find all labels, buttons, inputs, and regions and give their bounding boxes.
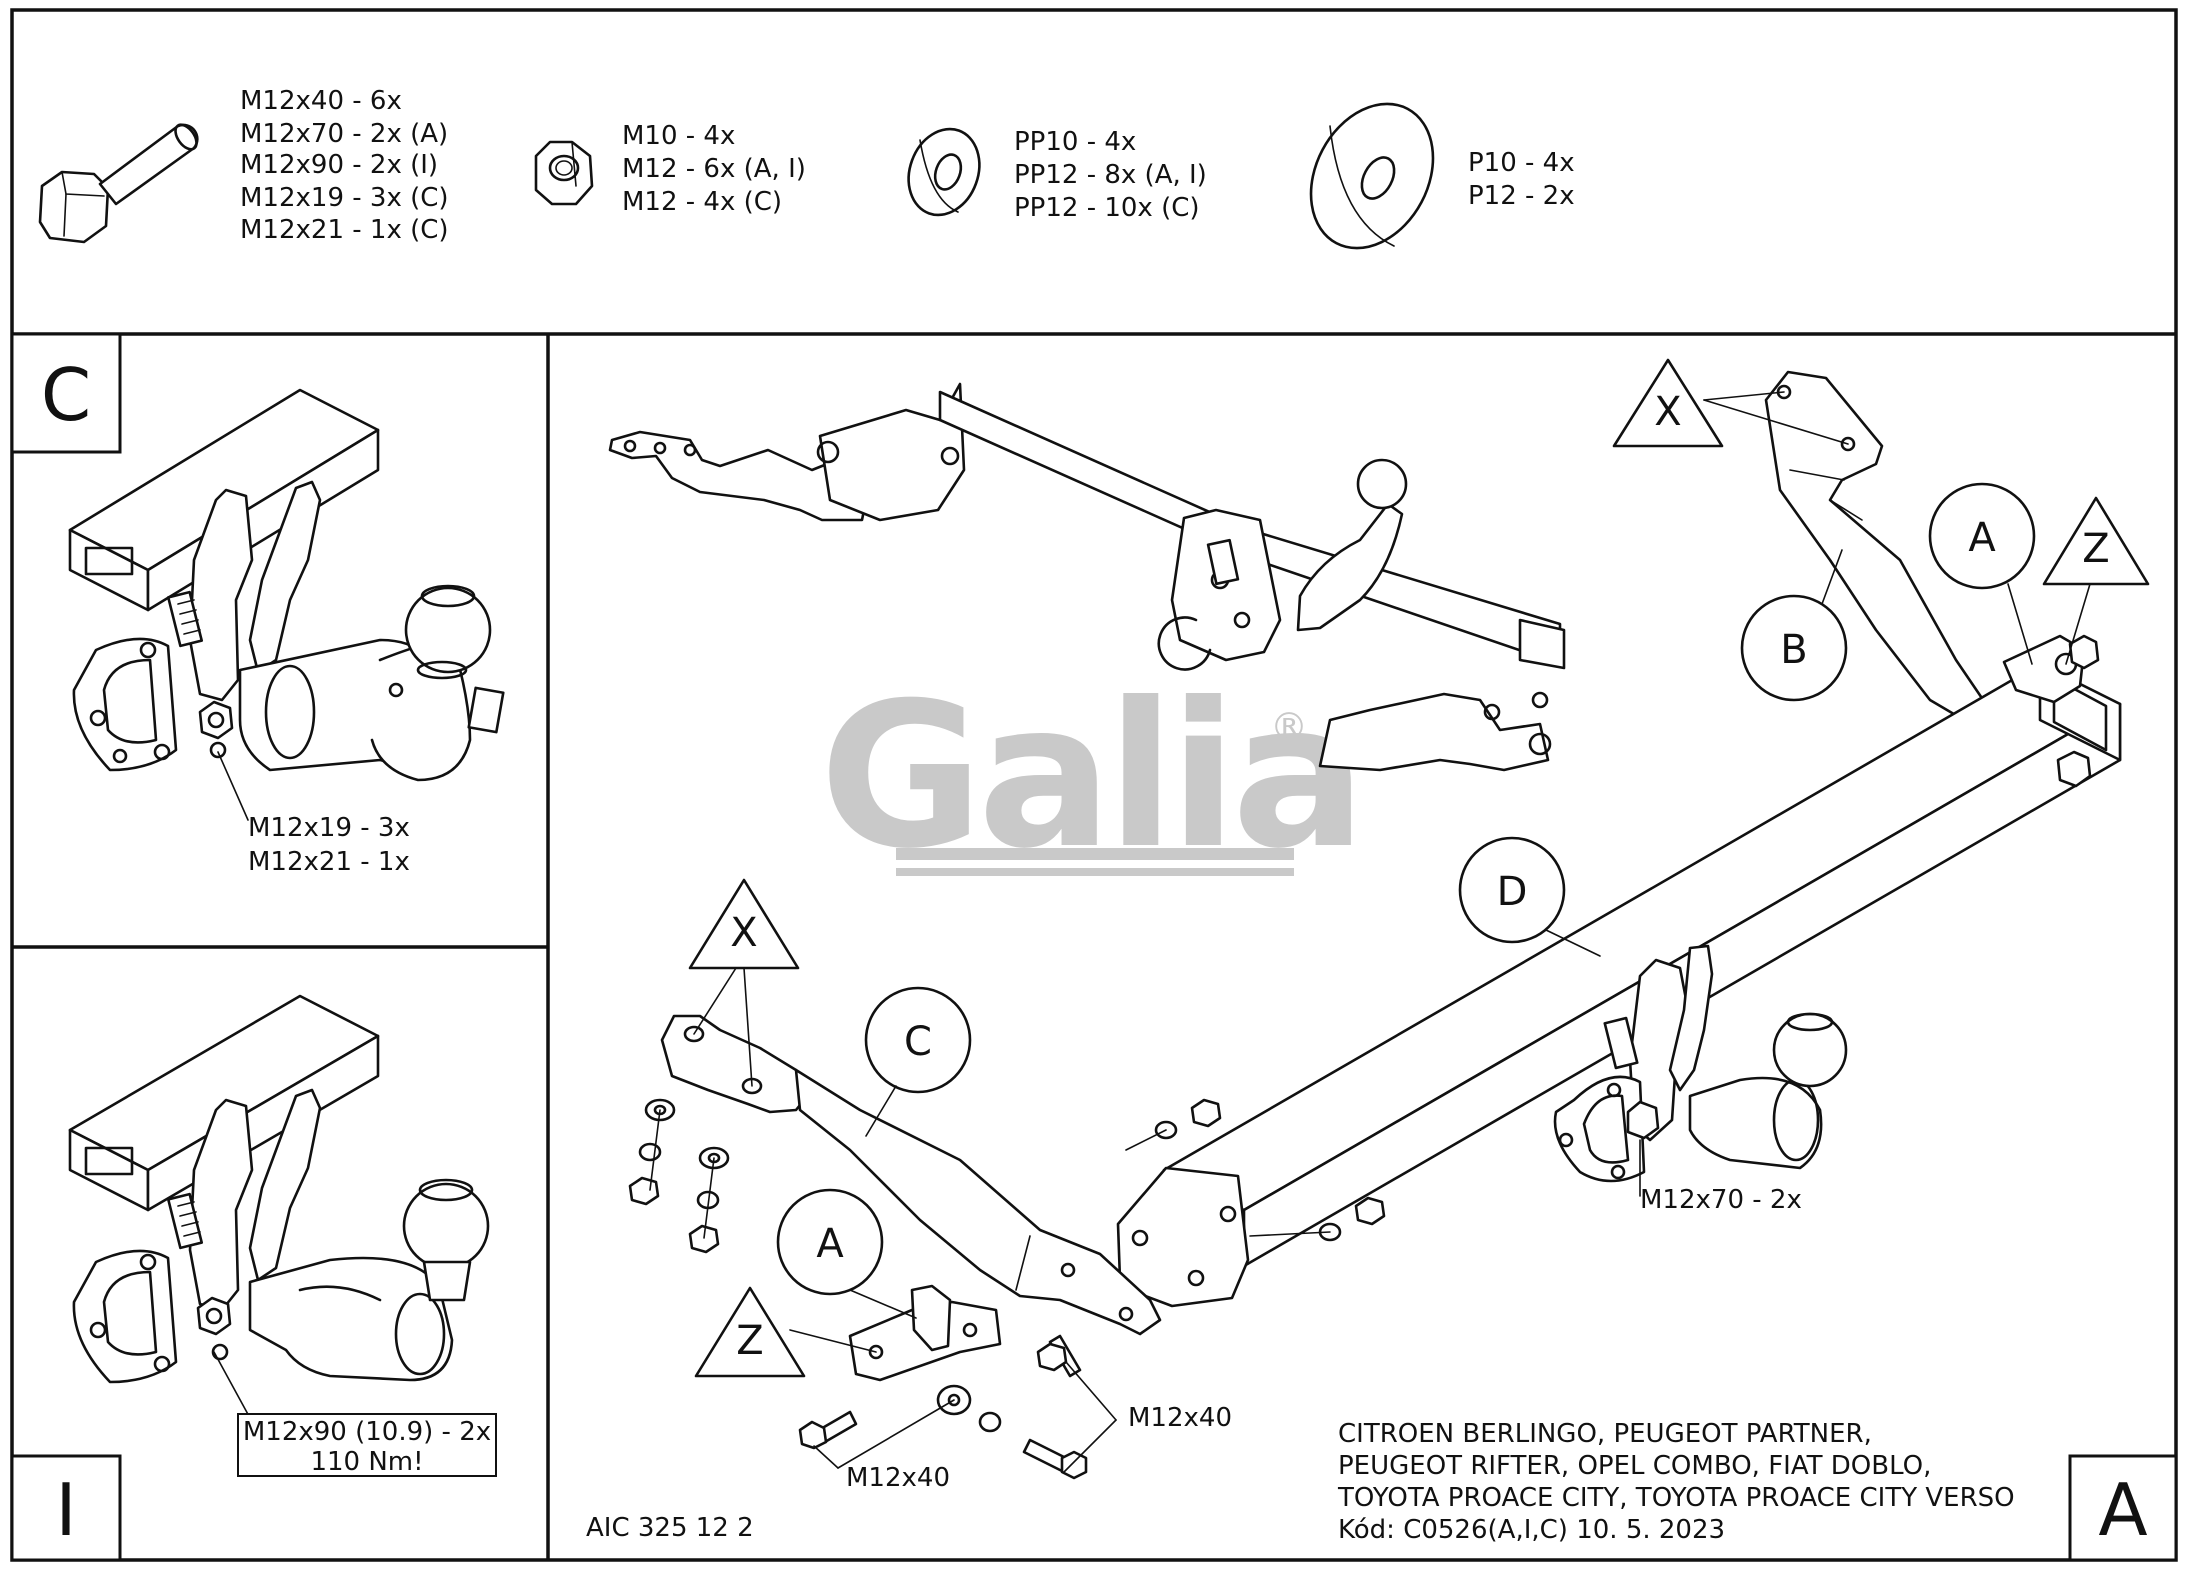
galia-logo: Galia ® xyxy=(819,660,1366,893)
svg-text:Z: Z xyxy=(2082,526,2109,572)
triangle-x-upper: X xyxy=(1612,358,1849,448)
panel-i-torque-label: 110 Nm! xyxy=(310,1447,423,1477)
svg-text:X: X xyxy=(730,910,757,956)
hardware-flat-washer-icon xyxy=(1309,102,1435,250)
panel-i-neck xyxy=(248,1256,454,1382)
callout-b: B xyxy=(1740,549,1848,702)
hardware-bolts-list: M12x40 - 6x M12x70 - 2x (A) M12x90 - 2x … xyxy=(240,86,449,245)
panel-c-neck xyxy=(238,638,505,782)
hardware-nut-icon xyxy=(534,140,594,206)
svg-text:®: ® xyxy=(1270,705,1308,749)
callout-d: D xyxy=(1458,836,1601,957)
svg-text:C: C xyxy=(904,1019,932,1065)
panel-a-label-m12x40-left: M12x40 xyxy=(846,1463,950,1493)
hardware-bolt-icon xyxy=(38,123,199,244)
svg-text:A: A xyxy=(816,1221,844,1267)
drawing-frame xyxy=(10,8,2178,1562)
panel-i-bolt-label: M12x90 (10.9) - 2x xyxy=(243,1417,491,1447)
hardware-spring-washers-list: PP10 - 4x PP12 - 8x (A, I) PP12 - 10x (C… xyxy=(1014,127,1207,223)
panel-a-label-m12x70: M12x70 - 2x xyxy=(1640,1185,1802,1215)
triangle-z-lower: Z xyxy=(694,1286,877,1378)
panel-c-bolt-label: M12x21 - 1x xyxy=(248,847,410,877)
panel-a-letter: A xyxy=(2098,1468,2147,1552)
hardware-nuts-list: M10 - 4x M12 - 6x (A, I) M12 - 4x (C) xyxy=(622,121,806,217)
callout-a-upper: A xyxy=(1928,482,2036,665)
side-arm-b xyxy=(1764,370,1992,722)
panel-c-bolt-label: M12x19 - 3x xyxy=(248,813,410,843)
hardware-nut-line: M12 - 6x (A, I) xyxy=(622,154,806,184)
panel-c-flange xyxy=(72,637,234,772)
panel-i-letter: I xyxy=(55,1468,76,1552)
panel-a-label-m12x40-right: M12x40 xyxy=(1128,1403,1232,1433)
svg-text:B: B xyxy=(1780,627,1807,673)
hardware-bolt-line: M12x70 - 2x (A) xyxy=(240,119,448,149)
hardware-flat-washer-line: P10 - 4x xyxy=(1468,148,1575,178)
triangle-x-lower: X xyxy=(688,878,800,1087)
callout-a-lower: A xyxy=(776,1188,917,1319)
hardware-flat-washer-line: P12 - 2x xyxy=(1468,181,1575,211)
panel-i: I xyxy=(10,994,497,1562)
hardware-nut-line: M10 - 4x xyxy=(622,121,735,151)
code-line: Kód: C0526(A,I,C) 10. 5. 2023 xyxy=(1338,1515,1725,1545)
hardware-spring-washer-icon xyxy=(907,127,981,217)
vehicle-line: TOYOTA PROACE CITY, TOYOTA PROACE CITY V… xyxy=(1337,1483,2015,1513)
hardware-bolt-line: M12x90 - 2x (I) xyxy=(240,150,438,180)
panel-i-towball xyxy=(402,1178,490,1302)
panel-i-bracket xyxy=(166,1088,322,1312)
panel-c: C xyxy=(10,332,505,877)
side-arm-c xyxy=(660,1014,1162,1336)
upper-assembly xyxy=(608,382,1566,772)
triangle-z-upper: Z xyxy=(2042,496,2150,665)
hardware-nut-line: M12 - 4x (C) xyxy=(622,187,782,217)
hitch-bracket xyxy=(1553,944,1848,1183)
hardware-bolt-line: M12x19 - 3x (C) xyxy=(240,183,449,213)
panel-a: Galia ® xyxy=(586,358,2178,1562)
part-number: AIC 325 12 2 xyxy=(586,1513,754,1543)
callout-c: C xyxy=(864,986,972,1137)
panel-i-flange xyxy=(72,1249,232,1384)
panel-c-towball xyxy=(404,584,492,680)
svg-text:X: X xyxy=(1654,389,1681,435)
hardware-spring-washer-line: PP10 - 4x xyxy=(1014,127,1136,157)
hardware-spring-washer-line: PP12 - 10x (C) xyxy=(1014,193,1200,223)
svg-text:D: D xyxy=(1497,869,1528,915)
hardware-bolt-line: M12x40 - 6x xyxy=(240,86,402,116)
vehicle-line: CITROEN BERLINGO, PEUGEOT PARTNER, xyxy=(1338,1419,1872,1449)
hardware-spring-washer-line: PP12 - 8x (A, I) xyxy=(1014,160,1207,190)
panel-c-bracket xyxy=(166,480,322,702)
hardware-bolt-line: M12x21 - 1x (C) xyxy=(240,215,449,245)
hardware-flat-washers-list: P10 - 4x P12 - 2x xyxy=(1468,148,1575,211)
svg-text:Z: Z xyxy=(736,1318,763,1364)
vehicle-line: PEUGEOT RIFTER, OPEL COMBO, FIAT DOBLO, xyxy=(1338,1451,1931,1481)
loose-fasteners xyxy=(628,1098,1386,1480)
svg-text:A: A xyxy=(1968,515,1996,561)
bracket-a-lower xyxy=(848,1284,1002,1382)
panel-c-letter: C xyxy=(41,353,91,437)
